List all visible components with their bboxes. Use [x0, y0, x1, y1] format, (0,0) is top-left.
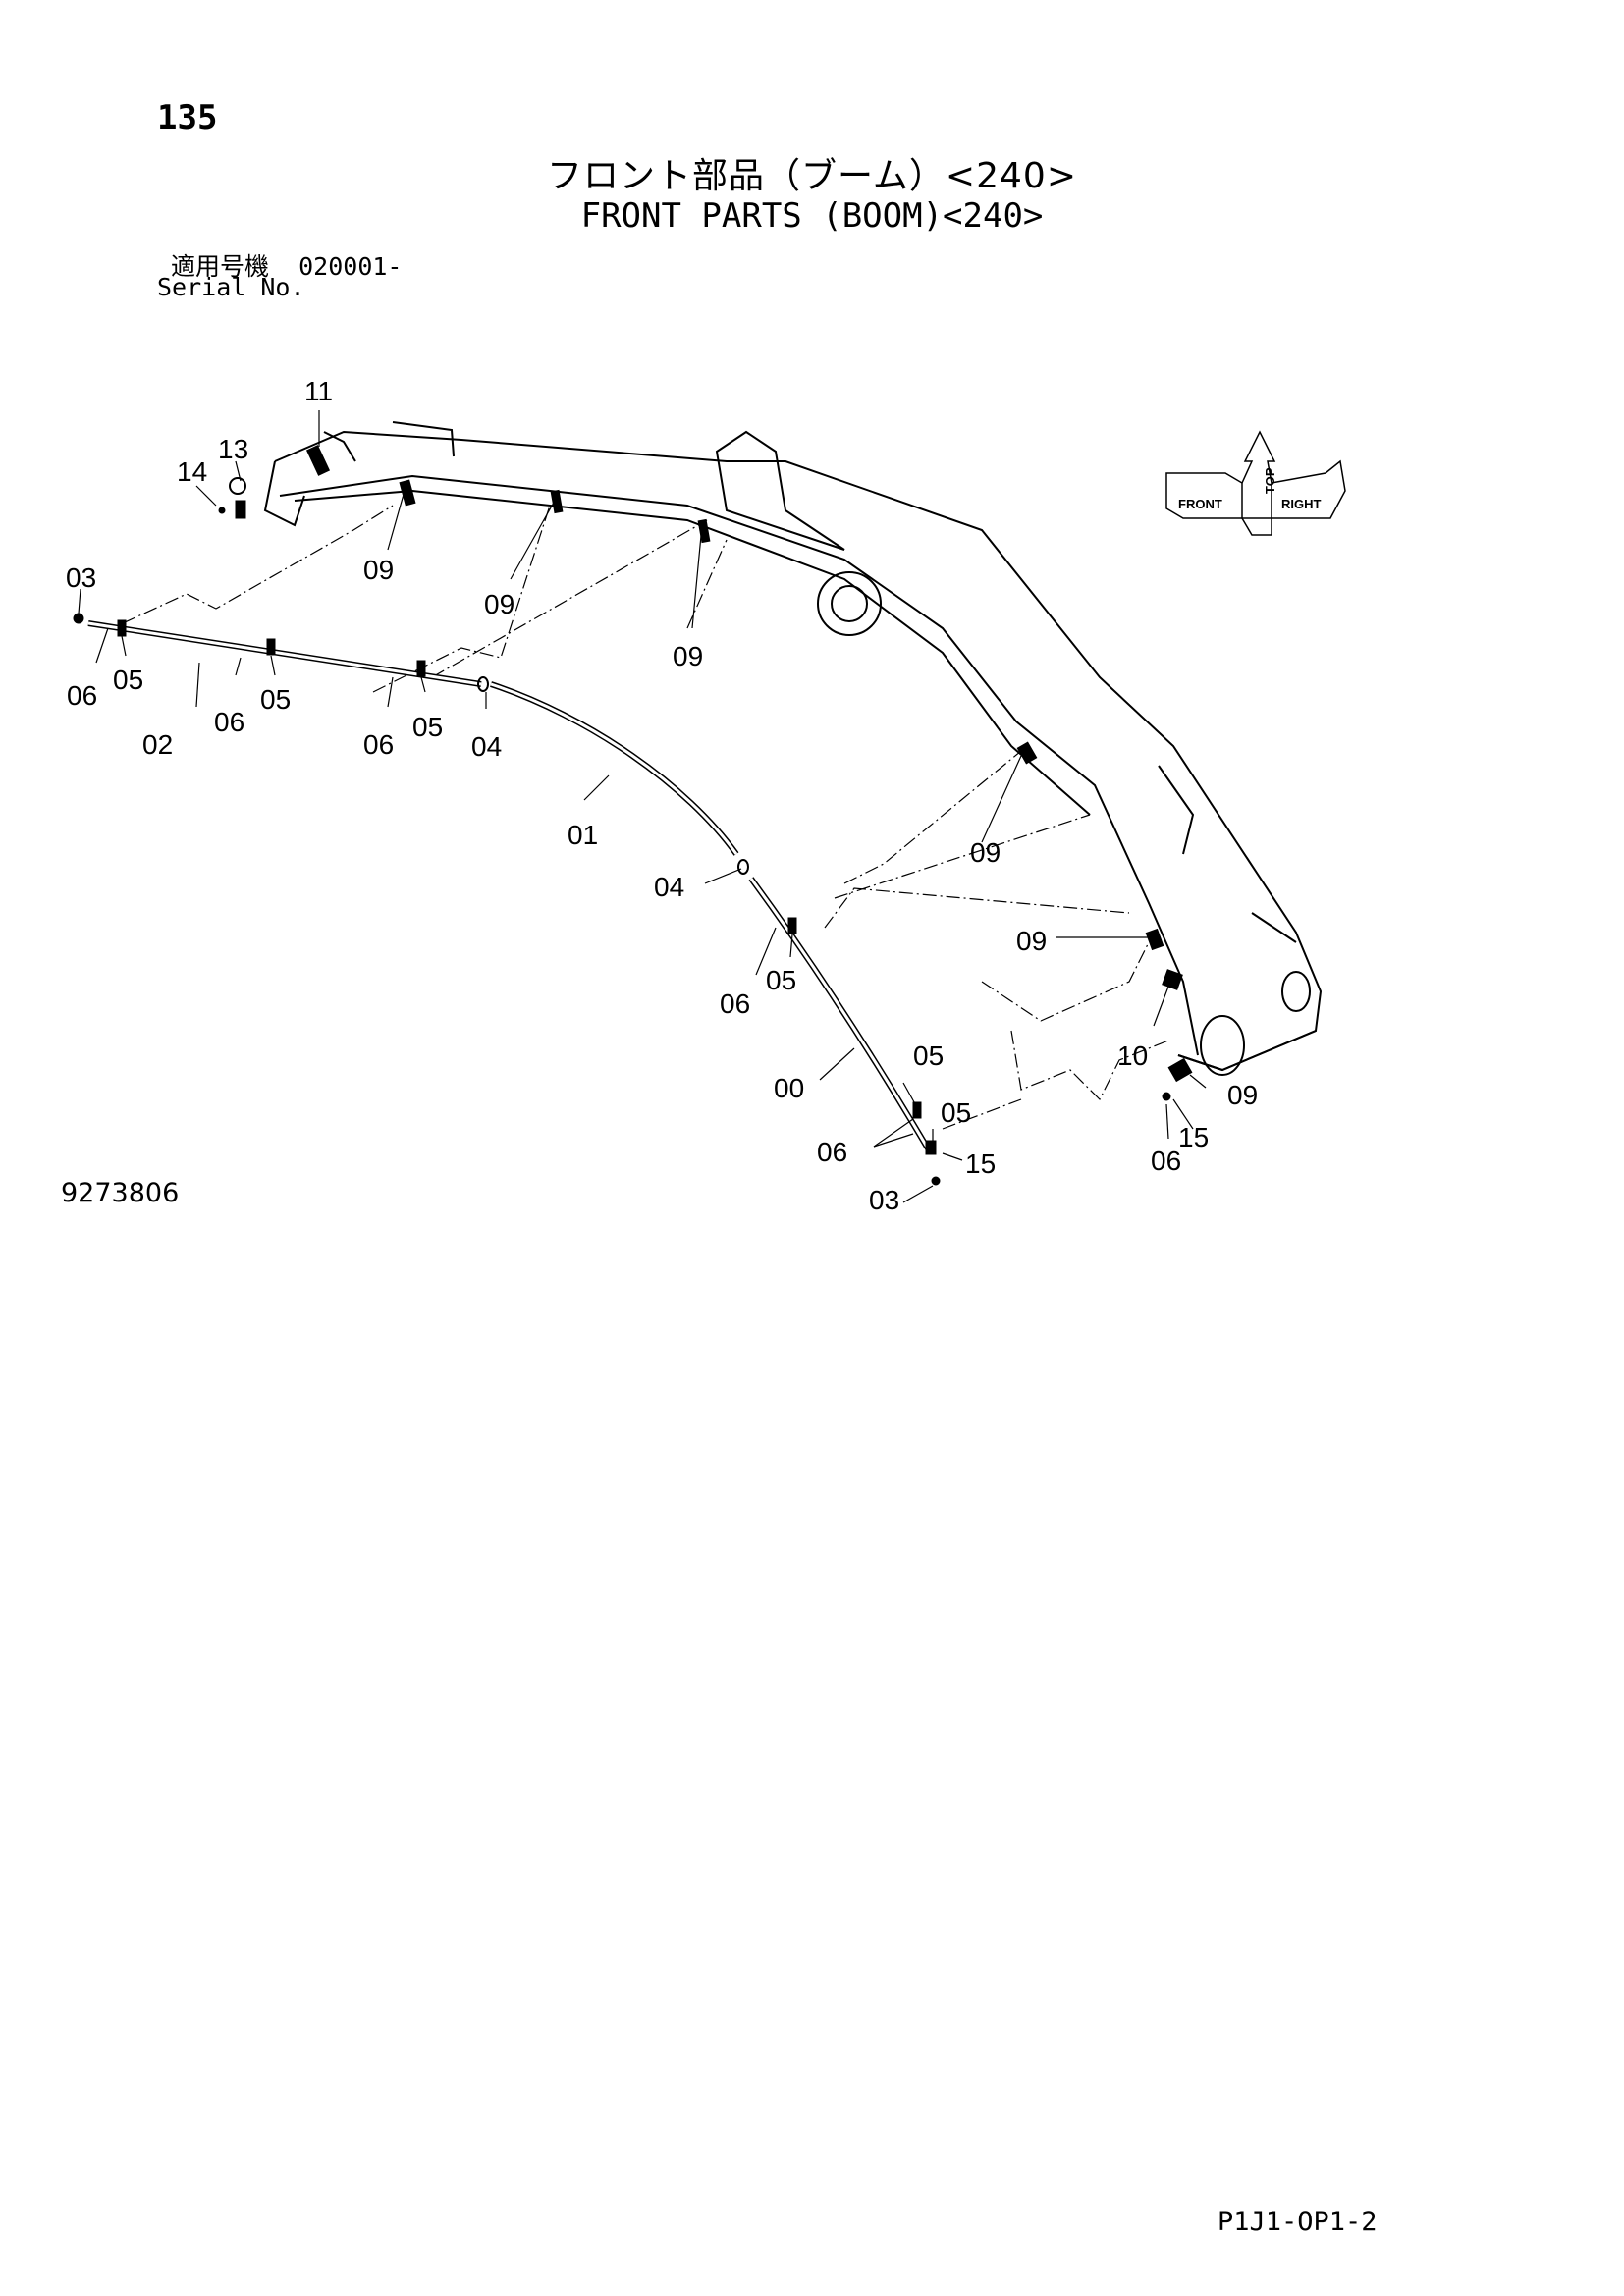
callout-label: 05 — [260, 684, 291, 715]
page-number: 135 — [157, 98, 218, 137]
leader-lines — [78, 410, 1207, 1203]
clamps — [73, 445, 1193, 1186]
callout-label: 05 — [412, 712, 443, 742]
callout-labels: 11 14 13 03 09 09 09 06 05 06 05 02 06 0… — [66, 376, 1258, 1215]
callout-label: 05 — [913, 1041, 944, 1071]
callout-label: 06 — [67, 680, 97, 711]
compass-top-label: TOP — [1263, 467, 1277, 494]
callout-label: 04 — [471, 731, 502, 762]
callout-label: 11 — [304, 376, 333, 406]
drawing-number: 9273806 — [61, 1178, 180, 1208]
callout-label: 01 — [568, 820, 598, 850]
callout-label: 03 — [869, 1185, 899, 1215]
page-title-japanese: フロント部品（ブーム）<240> — [547, 156, 1077, 196]
callout-label: 04 — [654, 872, 684, 902]
compass-front-label: FRONT — [1178, 497, 1222, 511]
callout-label: 14 — [177, 456, 207, 487]
callout-label: 09 — [363, 555, 394, 585]
callout-label: 09 — [1227, 1080, 1258, 1110]
callout-label: 00 — [774, 1073, 804, 1103]
callout-label: 13 — [218, 434, 248, 464]
callout-label: 10 — [1117, 1041, 1148, 1071]
callout-label: 09 — [1016, 926, 1047, 956]
callout-label: 06 — [214, 707, 244, 737]
callout-label: 03 — [66, 562, 96, 593]
page-code: P1J1-OP1-2 — [1218, 2207, 1378, 2237]
compass-right-label: RIGHT — [1281, 497, 1322, 511]
orientation-compass: FRONT TOP RIGHT — [1165, 430, 1346, 536]
callout-label: 15 — [1178, 1122, 1209, 1152]
callout-label: 06 — [720, 988, 750, 1019]
hose-lines — [87, 620, 931, 1150]
callout-label: 05 — [113, 665, 143, 695]
callout-label: 15 — [965, 1148, 996, 1179]
serial-label-japanese: 適用号機 — [171, 252, 270, 281]
callout-label: 09 — [673, 641, 703, 671]
callout-label: 05 — [766, 965, 796, 995]
serial-label-english: Serial No. — [157, 273, 305, 301]
callout-label: 02 — [142, 729, 173, 760]
centerlines — [122, 505, 1169, 1130]
callout-label: 06 — [817, 1137, 847, 1167]
callout-label: 06 — [363, 729, 394, 760]
serial-value: 020001- — [298, 252, 403, 281]
page-title-english: FRONT PARTS (BOOM)<240> — [580, 196, 1044, 236]
callout-label: 09 — [484, 589, 514, 619]
serial-applicability: 適用号機 020001- — [171, 247, 402, 283]
callout-label: 09 — [970, 837, 1001, 868]
callout-label: 06 — [1151, 1146, 1181, 1176]
callout-label: 05 — [941, 1097, 971, 1128]
